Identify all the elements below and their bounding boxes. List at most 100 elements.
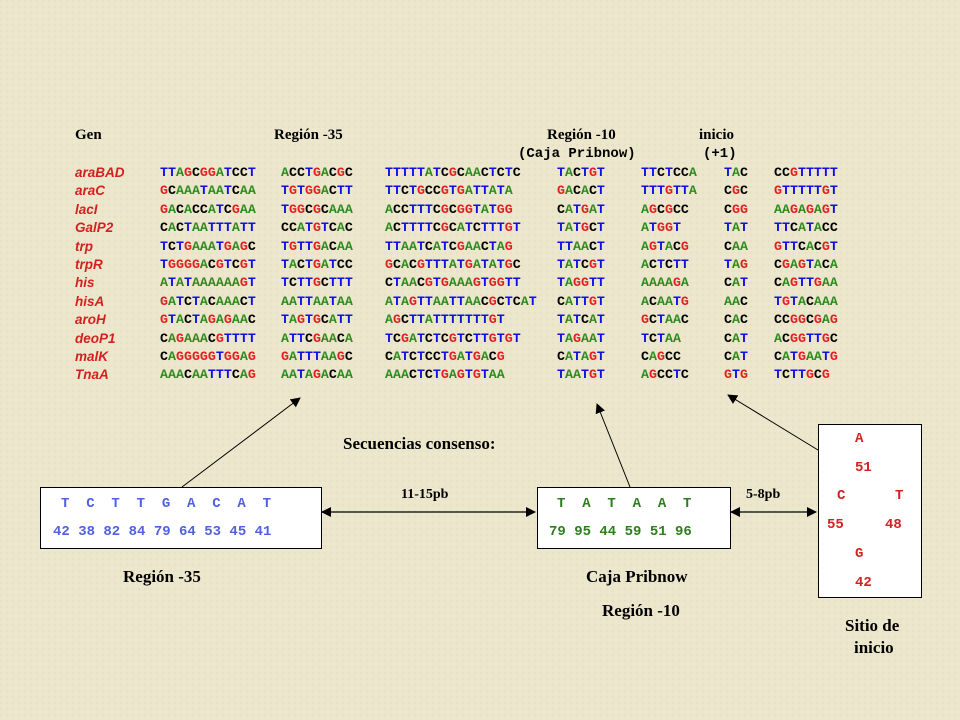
sequence-segment: CAGAAACGTTTT: [160, 330, 256, 346]
gene-name: his: [75, 275, 95, 291]
consensus-35-values: 42 38 82 84 79 64 53 45 41: [53, 524, 272, 540]
label-region-10: Región -10: [602, 601, 680, 620]
sequence-segment: AAGAGAGT: [774, 201, 838, 217]
sequence-segment: CACTAATTTATT: [160, 220, 256, 236]
site-value-c: 55: [827, 517, 844, 533]
sequence-segment: CAGCC: [641, 349, 681, 364]
sequence-segment: ATAGTTAATTAACGCTCAT: [385, 293, 537, 309]
sequence-segment: AATTAATAA: [281, 293, 353, 309]
sequence-segment: AAAAGA: [641, 275, 689, 291]
sequence-segment: CATGAATG: [774, 349, 838, 364]
sequence-segment: TGTGGACTT: [281, 183, 353, 199]
gene-row: malK CAGGGGGTGGAG GATTTAAGC CATCTCCTGATGACG…: [75, 349, 838, 367]
label-region-35: Región -35: [123, 567, 201, 586]
sequence-segment: TACTGT: [557, 165, 605, 180]
sequence-segment: GCACGTTTATGATATGC: [385, 257, 521, 272]
consensus-title: Secuencias consenso:: [343, 434, 496, 453]
sequence-segment: TATGCT: [557, 220, 605, 236]
gene-row: trpR TGGGGACGTCGT TACTGATCC GCACGTTTATGATAT…: [75, 257, 838, 275]
sequence-segment: TTAGCGGATCCT: [160, 165, 256, 180]
gene-name: malK: [75, 349, 109, 364]
sequence-segment: TTCATACC: [774, 220, 838, 236]
gene-name: araBAD: [75, 165, 125, 180]
sequence-segment: CAC: [724, 312, 748, 328]
gene-name: deoP1: [75, 330, 116, 346]
sequence-segment: TAC: [724, 165, 748, 180]
sequence-segment: TGTACAAA: [774, 293, 838, 309]
sequence-segment: CGAGTACA: [774, 257, 838, 272]
site-value-a: 51: [855, 460, 872, 476]
sequence-segment: ACAATG: [641, 293, 689, 309]
sequence-segment: TCGATCTCGTCTTGTGT: [385, 330, 521, 346]
consensus-box-35: T C T T G A C A T 42 38 82 84 79 64 53 4…: [40, 487, 322, 549]
sequence-segment: AGCCTC: [641, 367, 689, 383]
sequence-segment: CCGGCGAG: [774, 312, 838, 328]
sequence-segment: GACACT: [557, 183, 605, 199]
consensus-35-letters: T C T T G A C A T: [61, 496, 272, 512]
header-inicio: inicio: [699, 127, 735, 143]
sequence-segment: TCTAA: [641, 330, 681, 346]
sequence-segment: GCTAAC: [641, 312, 689, 328]
sequence-segment: TAG: [724, 257, 748, 272]
sequence-segment: TTAATCATCGAACTAG: [385, 238, 513, 254]
start-site-box: A 51 C T 55 48 G 42: [818, 424, 922, 598]
site-letter-c: C: [837, 488, 846, 504]
sequence-segment: TCTTGCTTT: [281, 275, 353, 291]
sequence-segment: CAGTTGAA: [774, 275, 838, 291]
header-gen: Gen: [75, 127, 102, 143]
gene-name: trpR: [75, 257, 103, 272]
sequence-segment: TCTTGCG: [774, 367, 830, 383]
sequence-segment: CATAGT: [557, 349, 605, 364]
sequence-segment: AAACAATTTCAG: [160, 367, 256, 383]
sequence-segment: CCATGTCAC: [281, 220, 353, 236]
site-letter-t: T: [895, 488, 904, 504]
header-region-35: Región -35: [274, 127, 343, 143]
sequence-segment: CATTGT: [557, 293, 605, 309]
sequence-segment: ATGGT: [641, 220, 681, 236]
sequence-segment: GTG: [724, 367, 748, 383]
sequence-segment: GATCTACAAACT: [160, 293, 256, 309]
sequence-segment: CATCTCCTGATGACG: [385, 349, 505, 364]
sequence-segment: TATCAT: [557, 312, 605, 328]
sequence-segment: TATCGT: [557, 257, 605, 272]
sequence-segment: TTCTGCCGTGATTATA: [385, 183, 513, 199]
sequence-segment: ACCTGACGC: [281, 165, 353, 180]
label-inicio: inicio: [854, 638, 894, 657]
sequence-segment: TGGGGACGTCGT: [160, 257, 256, 272]
gene-name: trp: [75, 238, 93, 254]
site-value-t: 48: [885, 517, 902, 533]
sequence-segment: ACTTTTCGCATCTTTGT: [385, 220, 521, 236]
consensus-box-10: T A T A A T 79 95 44 59 51 96: [537, 487, 731, 549]
sequence-segment: CAT: [724, 330, 748, 346]
sequence-segment: GATTTAAGC: [281, 349, 353, 364]
sequence-segment: TAATGT: [557, 367, 605, 383]
sequence-segment: TTAACT: [557, 238, 605, 254]
sequence-segment: TAT: [724, 220, 748, 236]
sequence-segment: CAA: [724, 238, 748, 254]
gene-name: aroH: [75, 312, 106, 328]
sequence-segment: TTTGTTA: [641, 183, 697, 199]
sequence-segment: GTACTAGAGAAC: [160, 312, 256, 328]
sequence-segment: TCTGAAATGAGC: [160, 238, 256, 254]
sequence-segment: GTTCACGT: [774, 238, 838, 254]
sequence-segment: CGC: [724, 183, 748, 199]
sequence-segment: CCGTTTTT: [774, 165, 838, 180]
sequence-segment: ACTCTT: [641, 257, 689, 272]
header-plus-one: (+1): [703, 146, 737, 162]
sequence-segment: CGG: [724, 201, 748, 217]
sequence-segment: AAACTCTGAGTGTAA: [385, 367, 505, 383]
sequence-segment: TACTGATCC: [281, 257, 353, 272]
sequence-segment: AATAGACAA: [281, 367, 353, 383]
sequence-segment: GCAAATAATCAA: [160, 183, 256, 199]
sequence-segment: CAGGGGGTGGAG: [160, 349, 256, 364]
